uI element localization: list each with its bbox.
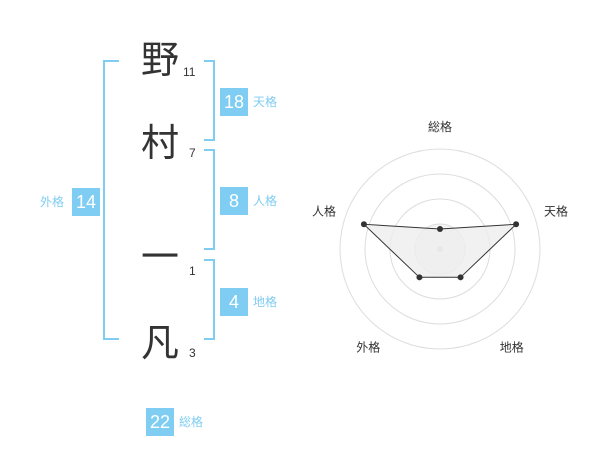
radar-point-2	[457, 274, 464, 281]
radar-axis-label-3: 外格	[356, 340, 380, 355]
stroke-count-3: 1	[189, 264, 196, 278]
jinkaku-label: 人格	[253, 194, 278, 208]
radar-point-3	[416, 274, 423, 281]
gaikaku-label: 外格	[40, 195, 65, 209]
radar-point-0	[437, 226, 443, 232]
radar-ring-3	[364, 173, 516, 325]
chikaku-badge: 4	[220, 288, 248, 316]
stroke-count-1: 11	[183, 65, 196, 79]
radar-point-1	[513, 221, 520, 228]
name-char-1: 野	[140, 38, 179, 82]
stroke-count-4: 3	[189, 346, 196, 360]
name-char-4: 凡	[140, 321, 179, 365]
chikaku-label: 地格	[253, 295, 278, 309]
radar-axis-label-0: 総格	[428, 119, 452, 134]
radar-polygon	[362, 223, 518, 278]
tenkaku-badge: 18	[220, 88, 248, 116]
jinkaku-badge: 8	[220, 187, 248, 215]
name-char-2: 村	[140, 121, 179, 165]
radar-ring-4	[339, 148, 541, 350]
radar-axis-label-4: 人格	[312, 203, 336, 218]
soukaku-label: 総格	[179, 415, 204, 429]
name-char-3: 一	[140, 235, 179, 279]
radar-axis-label-1: 天格	[544, 203, 568, 218]
soukaku-badge: 22	[146, 408, 174, 436]
stroke-count-2: 7	[189, 146, 196, 160]
radar-point-4	[360, 221, 367, 228]
gaikaku-badge: 14	[72, 188, 100, 216]
tenkaku-label: 天格	[253, 95, 278, 109]
radar-axis-label-2: 地格	[500, 340, 524, 355]
